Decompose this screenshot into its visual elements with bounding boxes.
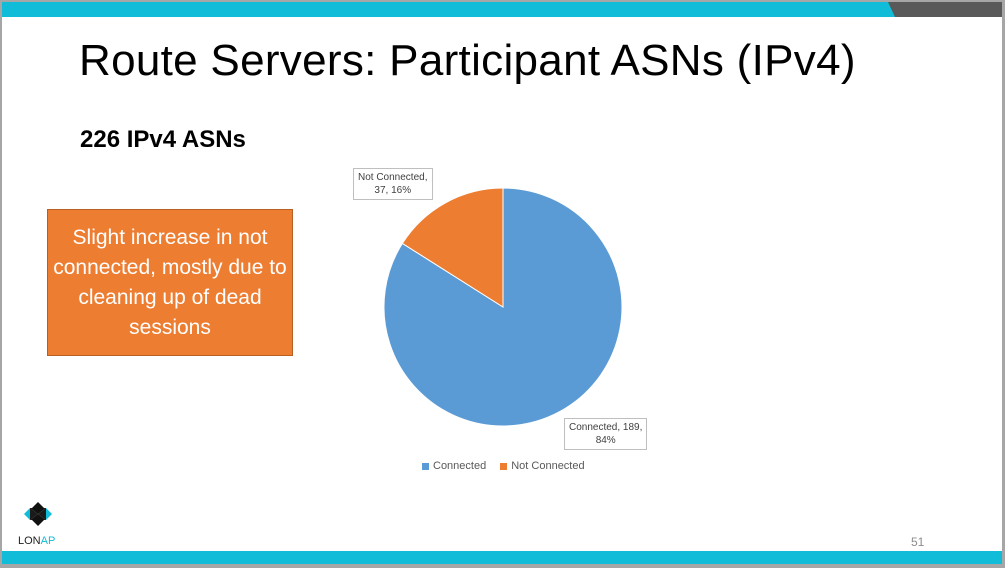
lonap-logo-icon: LONAP — [18, 502, 55, 547]
legend-swatch-icon — [500, 462, 508, 470]
label-line: 37, 16% — [374, 185, 412, 196]
chart-legend: Connected Not Connected — [422, 460, 585, 472]
data-label-connected: Connected, 189, 84% — [564, 418, 648, 450]
legend-swatch-icon — [422, 462, 429, 470]
callout-box: Slight increase in not connected, mostly… — [47, 209, 293, 356]
callout-text: Slight increase in not connected, mostly… — [53, 225, 287, 339]
label-line: Not Connected, — [358, 172, 428, 183]
top-accent-bar — [2, 2, 1002, 17]
pie-slice-not-connected — [401, 187, 504, 308]
top-corner-accent — [888, 2, 1002, 17]
slide-subtitle: 226 IPv4 ASNs — [80, 126, 246, 153]
page-number: 51 — [911, 535, 925, 549]
lonap-logo: LONAP — [16, 500, 66, 548]
bottom-accent-bar — [2, 551, 1002, 564]
svg-text:LONAP: LONAP — [18, 535, 55, 547]
legend-label: Connected — [433, 460, 487, 472]
legend-item-connected: Connected — [422, 460, 486, 472]
label-line: Connected, 189, — [569, 422, 643, 433]
data-label-not-connected: Not Connected, 37, 16% — [353, 168, 433, 200]
legend-label: Not Connected — [511, 460, 585, 472]
label-line: 84% — [595, 435, 616, 446]
legend-item-not-connected: Not Connected — [500, 460, 585, 472]
slide-title: Route Servers: Participant ASNs (IPv4) — [79, 36, 856, 85]
